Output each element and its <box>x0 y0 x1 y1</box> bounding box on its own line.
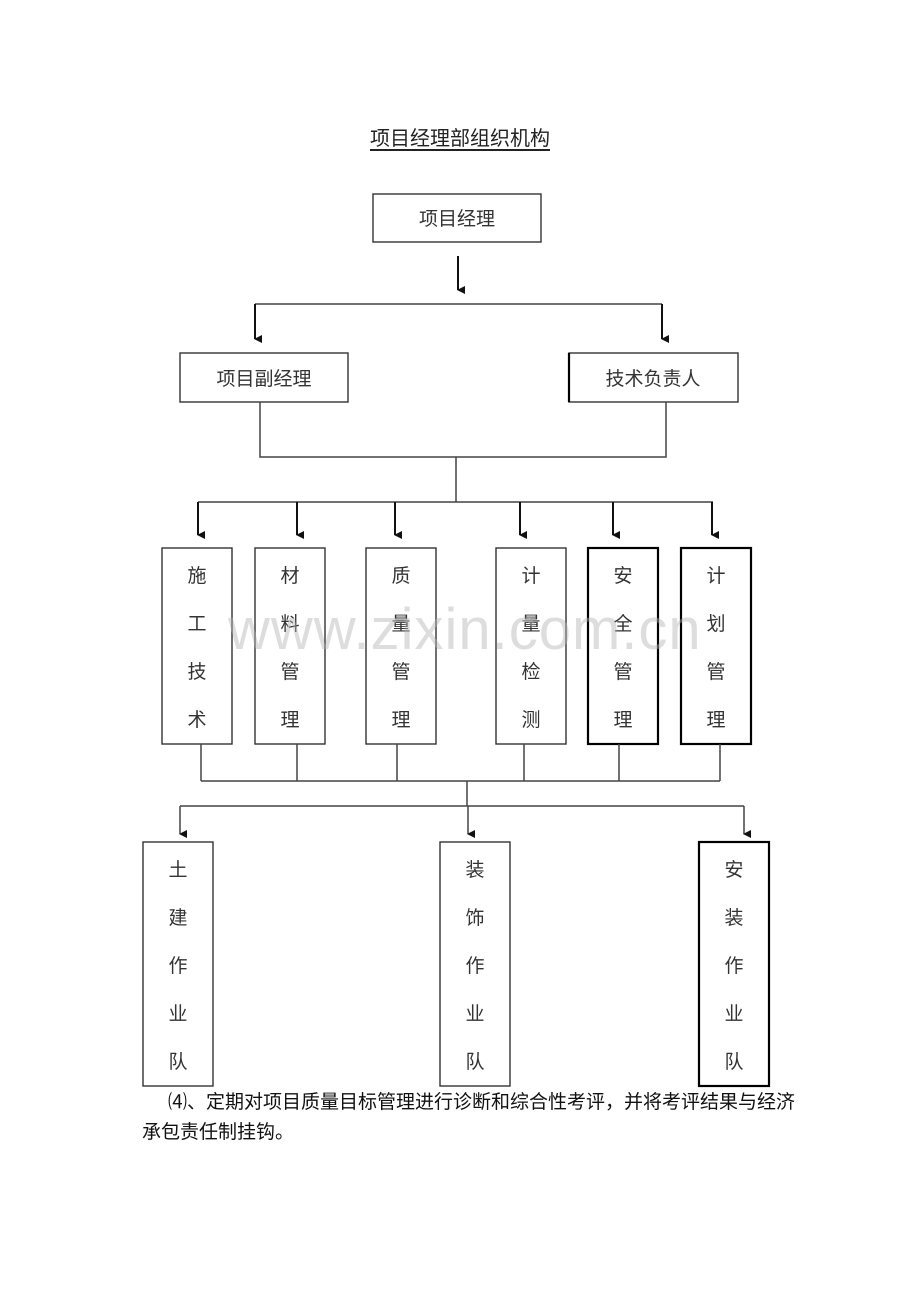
body-paragraph: ⑷、定期对项目质量目标管理进行诊断和综合性考评，并将考评结果与经济承包责任制挂钩… <box>142 1087 802 1147</box>
team-label-char: 装 <box>724 907 743 929</box>
team-box <box>439 841 511 1087</box>
paragraph-text: ⑷、定期对项目质量目标管理进行诊断和综合性考评，并将考评结果与经济承包责任制挂钩… <box>142 1091 796 1143</box>
node-technical-lead: 技术负责人 <box>567 352 739 403</box>
team-label-char: 饰 <box>465 907 484 929</box>
department-label-char: 理 <box>613 709 632 731</box>
department-label-char: 技 <box>187 661 206 683</box>
department-box <box>586 546 660 746</box>
node-label: 技术负责人 <box>605 368 700 390</box>
department-label-char: 管 <box>706 661 725 683</box>
node-label: 项目副经理 <box>216 368 311 390</box>
team-label-char: 业 <box>724 1003 743 1025</box>
department-label-char: 管 <box>391 661 410 683</box>
team-box <box>697 840 771 1088</box>
team-label-char: 装 <box>465 859 484 881</box>
team-label-char: 队 <box>724 1051 743 1073</box>
department-label-char: 管 <box>280 661 299 683</box>
team-label-char: 建 <box>168 907 187 929</box>
department-label-char: 理 <box>280 709 299 731</box>
department-label-char: 质 <box>391 565 410 587</box>
department-box <box>495 547 567 745</box>
department-label-char: 管 <box>613 661 632 683</box>
team-label-char: 作 <box>724 955 743 977</box>
department-label-char: 量 <box>521 613 540 635</box>
department-label-char: 安 <box>613 565 632 587</box>
department-box <box>679 546 753 746</box>
department-label-char: 材 <box>280 565 299 587</box>
team-label-char: 业 <box>465 1003 484 1025</box>
team-label-char: 土 <box>168 859 187 881</box>
department-label-char: 计 <box>521 565 540 587</box>
department-label-char: 料 <box>280 613 299 635</box>
team-box <box>142 841 214 1087</box>
node-label: 项目经理 <box>419 208 495 230</box>
department-label-char: 理 <box>706 709 725 731</box>
node-deputy-manager: 项目副经理 <box>179 352 349 403</box>
department-box <box>365 547 437 745</box>
team-label-char: 作 <box>465 955 484 977</box>
department-label-char: 划 <box>706 613 725 635</box>
connector-line <box>259 402 667 458</box>
team-label-char: 安 <box>724 859 743 881</box>
department-label-char: 检 <box>521 661 540 683</box>
team-label-char: 队 <box>465 1051 484 1073</box>
department-label-char: 施 <box>187 565 206 587</box>
department-label-char: 工 <box>187 613 206 635</box>
department-label-char: 测 <box>521 709 540 731</box>
department-label-char: 术 <box>187 709 206 731</box>
department-box <box>254 547 326 745</box>
node-project-manager: 项目经理 <box>372 193 542 243</box>
team-label-char: 业 <box>168 1003 187 1025</box>
department-label-char: 全 <box>613 613 632 635</box>
department-label-char: 理 <box>391 709 410 731</box>
department-label-char: 量 <box>391 613 410 635</box>
chart-title: 项目经理部组织机构 <box>370 126 550 150</box>
department-label-char: 计 <box>706 565 725 587</box>
team-label-char: 作 <box>168 955 187 977</box>
department-box <box>161 547 233 745</box>
team-label-char: 队 <box>168 1051 187 1073</box>
